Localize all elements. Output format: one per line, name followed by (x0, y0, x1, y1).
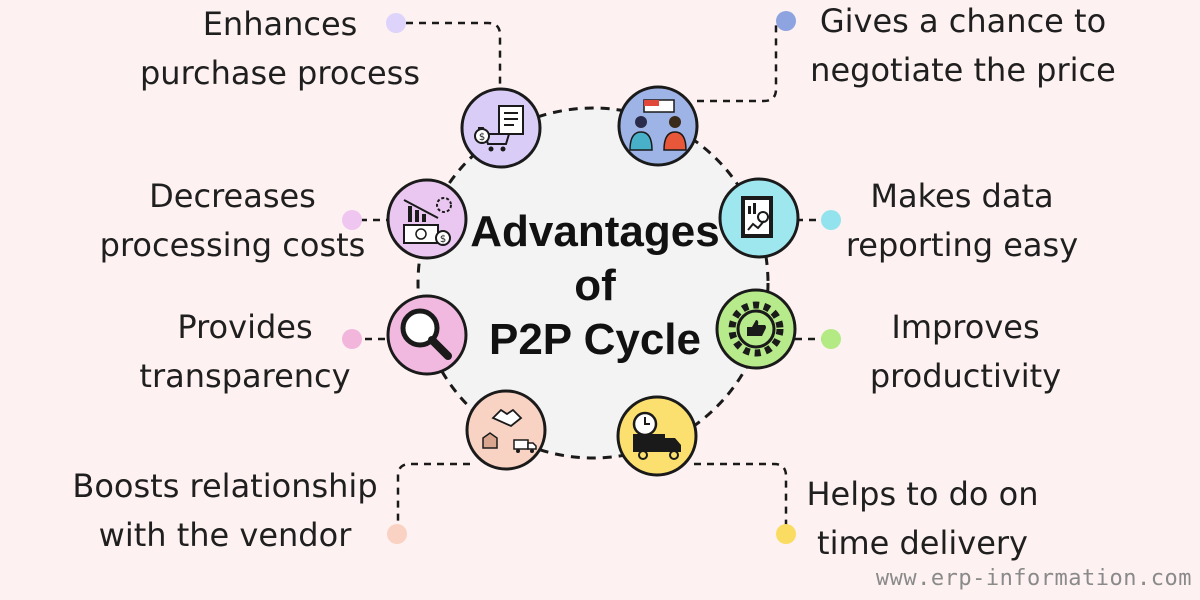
productivity-gear-icon (715, 288, 797, 370)
center-title-line-2: of (574, 261, 616, 310)
label-delivery-line-2: time delivery (817, 524, 1028, 562)
label-productivity-line-2: productivity (869, 357, 1062, 395)
center-title-line-3: P2P Cycle (488, 315, 701, 364)
connector-negotiate (697, 19, 786, 103)
label-reporting: Makes data reporting easy (832, 172, 1092, 270)
svg-text:$: $ (440, 234, 446, 245)
label-enhances-line-1: Enhances (202, 5, 358, 43)
delivery-truck-clock-icon (616, 395, 698, 477)
connector-vendor (396, 462, 470, 534)
dot-negotiate (776, 11, 796, 31)
label-transparency-line-1: Provides (177, 308, 313, 346)
label-decreases-line-1: Decreases (149, 177, 316, 215)
label-productivity-line-1: Improves (891, 308, 1040, 346)
dot-productivity (821, 329, 841, 349)
label-delivery: Helps to do on time delivery (795, 470, 1050, 568)
label-vendor: Boosts relationship with the vendor (50, 462, 400, 560)
handshake-delivery-icon (465, 389, 547, 471)
label-transparency: Provides transparency (120, 303, 370, 401)
watermark-url: www.erp-information.com (875, 566, 1192, 591)
label-productivity: Improves productivity (843, 303, 1088, 401)
label-vendor-line-2: with the vendor (98, 516, 352, 554)
negotiation-people-icon (617, 85, 699, 167)
svg-text:$: $ (479, 132, 485, 143)
connector-enhances (406, 21, 502, 92)
shopping-cart-invoice-icon: $ (460, 87, 542, 169)
label-vendor-line-1: Boosts relationship (72, 467, 378, 505)
label-negotiate: Gives a chance to negotiate the price (793, 0, 1133, 95)
dot-delivery (776, 524, 796, 544)
label-enhances: Enhances purchase process (100, 0, 460, 98)
label-reporting-line-1: Makes data (870, 177, 1054, 215)
center-title-line-1: Advantages (470, 207, 720, 256)
center-title: Advantages of P2P Cycle (430, 205, 760, 367)
dot-reporting (821, 210, 841, 230)
dot-enhances (386, 13, 406, 33)
label-enhances-line-2: purchase process (139, 54, 421, 92)
connector-delivery (694, 462, 788, 532)
data-report-icon (718, 177, 800, 259)
money-cost-decrease-icon: $ (386, 178, 468, 260)
label-transparency-line-2: transparency (139, 357, 351, 395)
center-circle (416, 106, 770, 460)
label-reporting-line-2: reporting easy (845, 226, 1079, 264)
label-negotiate-line-1: Gives a chance to (819, 2, 1107, 40)
label-delivery-line-1: Helps to do on (806, 475, 1039, 513)
dot-vendor (387, 524, 407, 544)
dot-decreases (342, 210, 362, 230)
label-decreases: Decreases processing costs (75, 172, 390, 270)
label-decreases-line-2: processing costs (99, 226, 366, 264)
dot-transparency (342, 329, 362, 349)
magnifying-glass-icon (386, 294, 468, 376)
label-negotiate-line-2: negotiate the price (810, 51, 1116, 89)
